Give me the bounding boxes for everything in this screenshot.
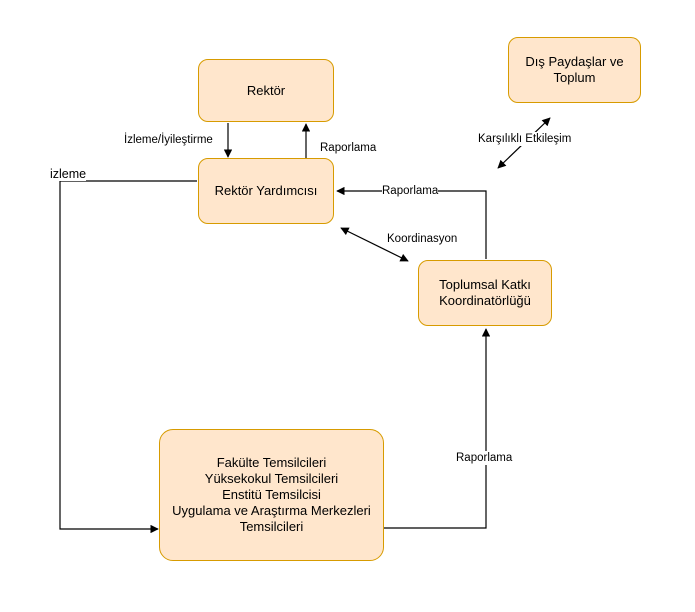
label-raporlama-rektor: Raporlama (320, 141, 377, 155)
label-raporlama-temsilciler: Raporlama (456, 451, 513, 465)
node-temsilciler: Fakülte Temsilcileri Yüksekokul Temsilci… (159, 429, 384, 561)
node-dis-paydaslar: Dış Paydaşlar ve Toplum (508, 37, 641, 103)
edge-temsilciler-raporlama (384, 328, 491, 529)
node-temsilciler-line-5: Temsilcileri (239, 519, 304, 534)
node-toplumsal-katki: Toplumsal Katkı Koordinatörlüğü (418, 260, 552, 326)
node-dis-paydaslar-line-1: Dış Paydaşlar ve (525, 54, 624, 69)
label-karsilikli-etkilesim: Karşılıklı Etkileşim (478, 132, 572, 146)
label-izleme-iyilestirme: İzleme/İyileştirme (124, 133, 213, 147)
node-temsilciler-line-2: Yüksekokul Temsilcileri (204, 471, 339, 486)
node-temsilciler-line-3: Enstitü Temsilcisi (222, 487, 321, 502)
node-rektor-yardimcisi-label: Rektör Yardımcısı (214, 183, 318, 198)
node-dis-paydaslar-line-2: Toplum (553, 70, 596, 85)
node-rektor-label: Rektör (246, 82, 286, 98)
label-izleme: izleme (50, 167, 87, 181)
node-rektor: Rektör (198, 59, 334, 122)
node-toplumsal-katki-line-2: Koordinatörlüğü (439, 293, 531, 308)
edge-koordinasyon (340, 227, 409, 262)
node-rektor-yardimcisi: Rektör Yardımcısı (198, 158, 334, 224)
node-temsilciler-line-1: Fakülte Temsilcileri (216, 455, 327, 470)
label-koordinasyon: Koordinasyon (387, 232, 458, 246)
node-toplumsal-katki-line-1: Toplumsal Katkı (439, 277, 531, 292)
edge-koordinatorluk-raporlama (336, 186, 487, 259)
node-temsilciler-line-4: Uygulama ve Araştırma Merkezleri (172, 503, 371, 518)
label-raporlama-koordinatorluk: Raporlama (382, 184, 439, 198)
edge-izleme (59, 180, 197, 534)
